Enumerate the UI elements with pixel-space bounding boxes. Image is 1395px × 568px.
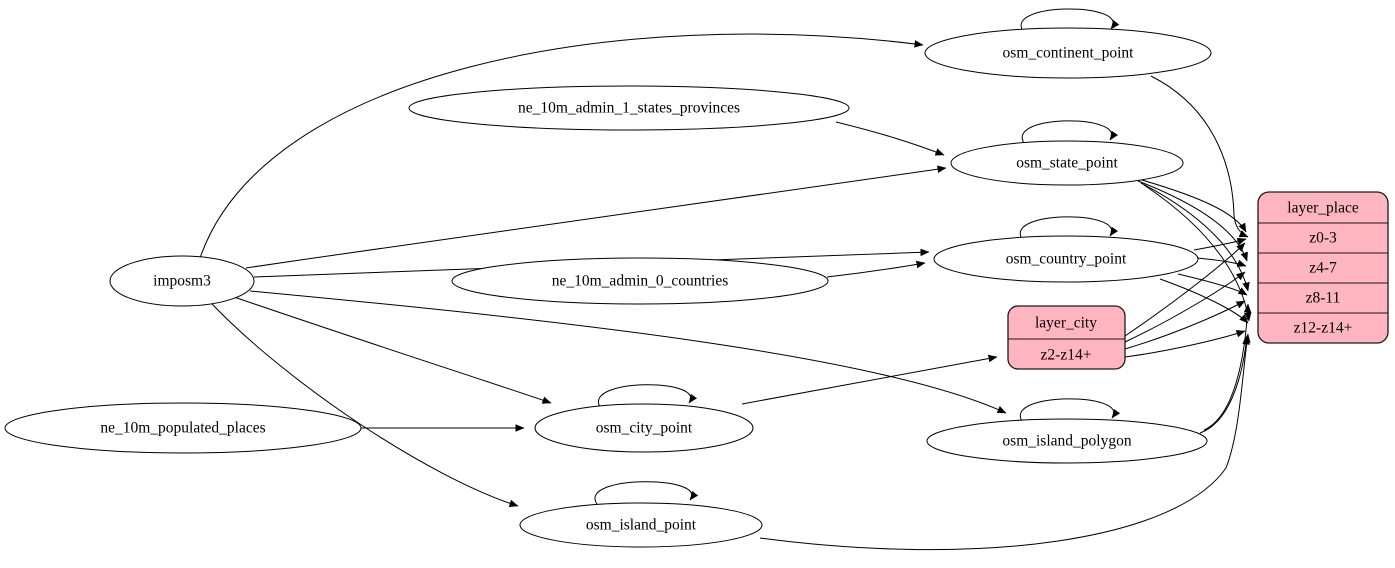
record-layer-place-title: layer_place xyxy=(1287,200,1359,217)
node-ne-10m-admin-0-label: ne_10m_admin_0_countries xyxy=(552,273,729,290)
node-osm-country-point-shape xyxy=(933,235,1199,283)
node-osm-state-point-shape xyxy=(950,140,1184,186)
node-osm-island-point-shape xyxy=(519,502,763,548)
edge-layer-city-layer-place-z4-7 xyxy=(1124,271,1246,343)
node-osm-country-point: osm_country_point xyxy=(933,235,1199,283)
record-layer-city-row-z2-z14: z2-z14+ xyxy=(1041,347,1092,364)
record-layer-place-row-z0-3: z0-3 xyxy=(1309,230,1337,247)
edge-osm-country-point-layer-place-z8-11 xyxy=(1177,273,1248,296)
node-osm-island-point-label: osm_island_point xyxy=(586,517,697,534)
edge-imposm3-osm-city-point xyxy=(233,296,552,404)
node-ne-10m-populated-places: ne_10m_populated_places xyxy=(4,402,362,454)
node-osm-island-polygon-label: osm_island_polygon xyxy=(1002,433,1131,450)
record-layer-place: layer_place z0-3 z4-7 z8-11 z12-z14+ xyxy=(1257,191,1389,344)
node-ne-10m-populated-places-shape xyxy=(4,402,362,454)
node-ne-10m-admin-1-label: ne_10m_admin_1_states_provinces xyxy=(518,100,740,117)
node-ne-10m-admin-1-shape xyxy=(408,85,850,131)
edge-osm-country-point-layer-place-z12-z14 xyxy=(1159,278,1249,324)
record-layer-city-box xyxy=(1007,305,1126,370)
record-layer-place-row-z8-11: z8-11 xyxy=(1306,290,1341,307)
node-osm-country-point-label: osm_country_point xyxy=(1006,251,1127,268)
edge-imposm3-osm-state-point xyxy=(245,165,947,269)
node-ne-10m-admin-0-countries: ne_10m_admin_0_countries xyxy=(451,257,829,305)
node-osm-state-point: osm_state_point xyxy=(950,140,1184,186)
self-loop-osm-state-point xyxy=(1021,120,1118,144)
record-layer-city: layer_city z2-z14+ xyxy=(1007,305,1126,370)
node-ne-10m-populated-places-label: ne_10m_populated_places xyxy=(100,420,265,437)
node-osm-state-point-label: osm_state_point xyxy=(1016,155,1118,172)
edge-layer-city-layer-place-z0-3 xyxy=(1124,242,1246,337)
node-imposm3: imposm3 xyxy=(109,255,255,307)
edge-layer-city-layer-place-z8-11 xyxy=(1124,300,1246,350)
node-osm-continent-point: osm_continent_point xyxy=(924,27,1212,79)
node-osm-island-polygon-shape xyxy=(926,418,1208,464)
edge-ne-10m-admin-1-osm-state-point xyxy=(835,121,945,156)
edge-imposm3-osm-continent-point xyxy=(199,33,924,259)
edge-osm-state-point-layer-place-z0-3 xyxy=(1134,177,1247,233)
node-osm-city-point-shape xyxy=(534,403,754,453)
self-loop-osm-country-point xyxy=(1019,216,1118,240)
node-imposm3-shape xyxy=(109,255,255,307)
edge-osm-island-polygon-layer-place-z8-11 xyxy=(1203,303,1252,431)
node-osm-city-point: osm_city_point xyxy=(534,403,754,453)
edge-layer-city-layer-place-z12-z14 xyxy=(1124,330,1246,358)
self-loop-osm-continent-point xyxy=(1020,8,1120,32)
node-imposm3-label: imposm3 xyxy=(153,273,211,290)
node-osm-continent-point-shape xyxy=(924,27,1212,79)
self-loop-osm-island-point xyxy=(594,481,699,505)
record-layer-place-box xyxy=(1257,191,1389,344)
edges-layer xyxy=(199,8,1252,551)
edge-osm-country-point-layer-place-z4-7 xyxy=(1196,257,1247,267)
edge-osm-island-point-layer-place-z12-z14 xyxy=(759,333,1251,551)
node-ne-10m-admin-1-states-provinces: ne_10m_admin_1_states_provinces xyxy=(408,85,850,131)
edge-osm-state-point-layer-place-z4-7 xyxy=(1137,180,1248,262)
self-loop-osm-city-point xyxy=(597,384,698,408)
edge-osm-city-point-layer-city-z2 xyxy=(741,354,998,405)
node-osm-island-polygon: osm_island_polygon xyxy=(926,418,1208,464)
node-ne-10m-admin-0-shape xyxy=(451,257,829,305)
node-osm-city-point-label: osm_city_point xyxy=(596,420,693,437)
edge-osm-island-polygon-layer-place-z12-z14 xyxy=(1199,335,1250,434)
edge-osm-country-point-layer-place-z0-3 xyxy=(1193,237,1247,251)
edge-imposm3-osm-island-point xyxy=(211,303,519,508)
edge-osm-state-point-layer-place-z8-11 xyxy=(1140,182,1250,292)
edge-imposm3-osm-island-polygon xyxy=(249,290,1007,414)
self-loop-osm-island-polygon xyxy=(1019,398,1121,422)
record-layer-place-row-z12-z14: z12-z14+ xyxy=(1294,320,1353,337)
node-osm-continent-point-label: osm_continent_point xyxy=(1003,45,1135,62)
record-layer-city-title: layer_city xyxy=(1035,315,1097,332)
record-layer-place-row-z4-7: z4-7 xyxy=(1309,260,1337,277)
edge-ne-10m-admin-0-osm-country-point xyxy=(826,260,926,278)
node-osm-island-point: osm_island_point xyxy=(519,502,763,548)
